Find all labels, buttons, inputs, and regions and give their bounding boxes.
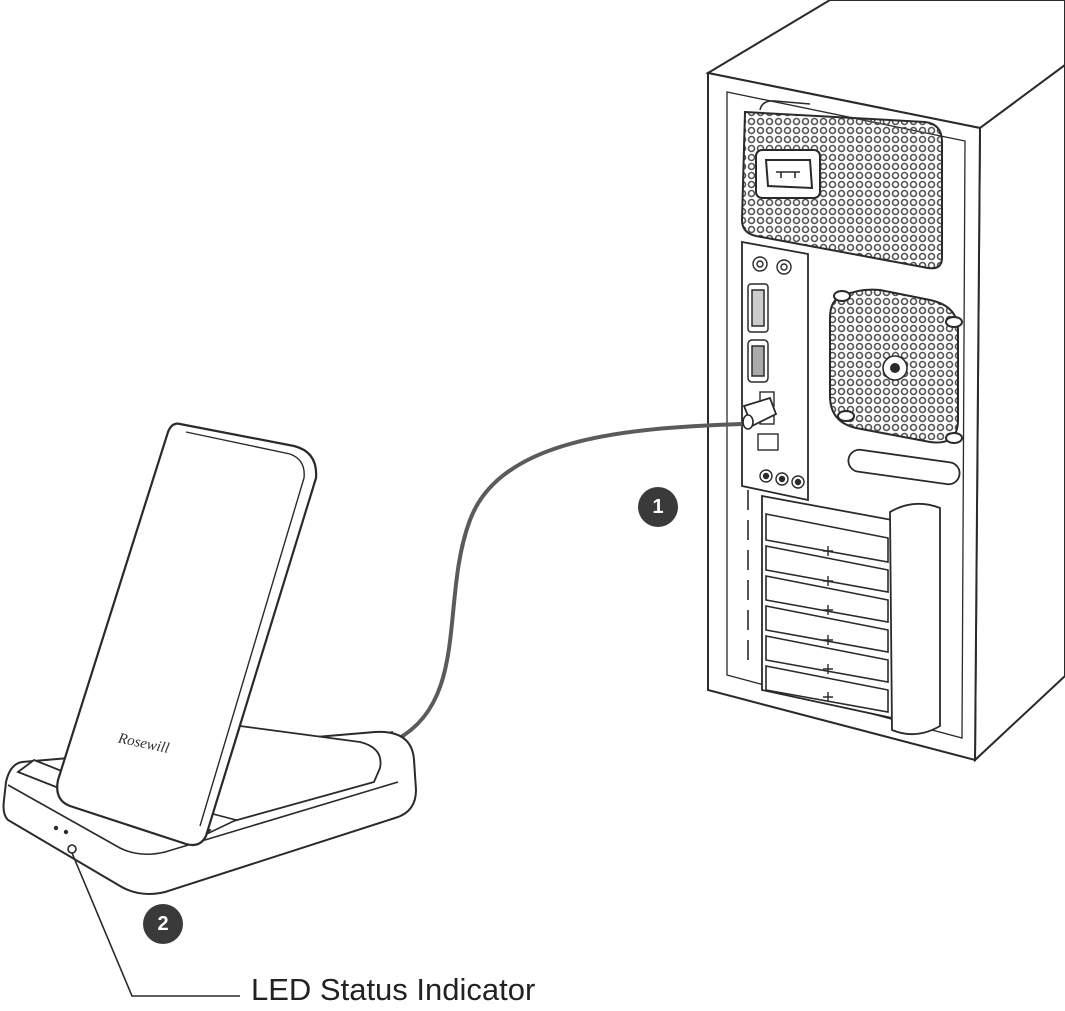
- rear-fan: [829, 288, 963, 444]
- wireless-charger: Rosewill: [2, 422, 418, 895]
- tower-side: [973, 63, 1065, 763]
- led-dot-left: [53, 825, 59, 831]
- led-indicator: [67, 844, 77, 854]
- case-slot: [847, 448, 961, 486]
- pc-tower: [705, 0, 1065, 763]
- power-socket: [755, 149, 821, 199]
- dvi-port: [747, 283, 769, 333]
- card-bracket: [889, 502, 941, 736]
- step-badge-1: 1: [638, 487, 678, 527]
- ps2-ports: [752, 256, 792, 275]
- step-badge-2: 2: [143, 904, 183, 944]
- ethernet-port: [757, 433, 779, 451]
- expansion-slot-covers: [765, 513, 889, 713]
- led-dot-right: [63, 829, 69, 835]
- usb-plug-pc: [742, 396, 778, 430]
- audio-ports: [759, 469, 805, 489]
- charging-stand: [56, 422, 318, 847]
- led-status-label: LED Status Indicator: [251, 972, 536, 1007]
- led-callout-line: [71, 852, 240, 997]
- vga-port: [747, 339, 769, 383]
- slot-screws: [823, 546, 833, 702]
